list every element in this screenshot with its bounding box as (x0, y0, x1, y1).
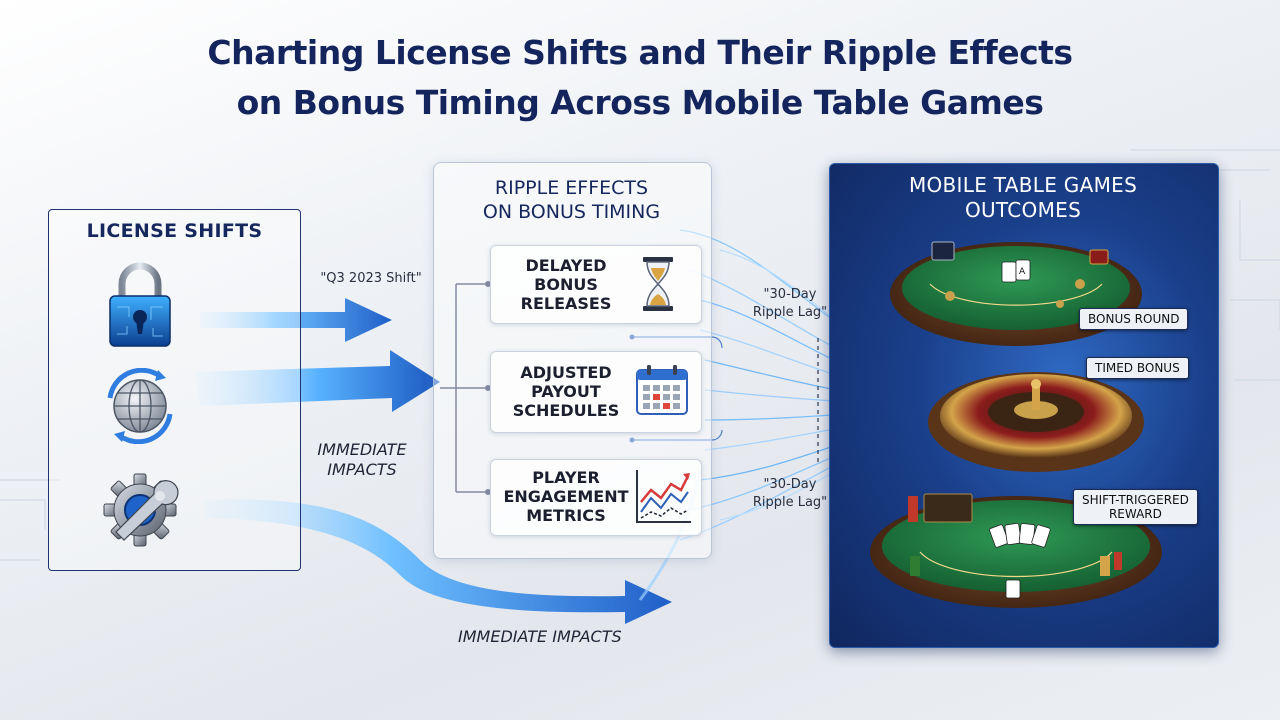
outcomes-heading-line-1: MOBILE TABLE GAMES (908, 173, 1138, 197)
ripple-lag-label-bottom: "30-Day Ripple Lag" (740, 476, 840, 512)
lag-line: "30-Day (763, 287, 817, 302)
ripple-card-adjusted-payout: ADJUSTED PAYOUT SCHEDULES (490, 351, 702, 433)
gear-wrench-icon (103, 473, 179, 547)
title-line-1: Charting License Shifts and Their Ripple… (207, 33, 1073, 72)
ripple-heading-line-2: ON BONUS TIMING (482, 201, 661, 223)
ripple-effects-heading: RIPPLE EFFECTS ON BONUS TIMING (433, 176, 710, 224)
lag-line: Ripple Lag" (752, 305, 828, 320)
padlock-icon (109, 262, 171, 347)
immediate-impacts-label-1: IMMEDIATE IMPACTS (306, 440, 418, 480)
ripple-card-delayed-bonus: DELAYED BONUS RELEASES (490, 245, 702, 324)
bonus-round-tag: BONUS ROUND (1079, 308, 1189, 330)
label-line: ENGAGEMENT (503, 487, 629, 506)
title-line-2: on Bonus Timing Across Mobile Table Game… (236, 83, 1044, 122)
label-line: PLAYER (532, 468, 600, 487)
label-line: DELAYED (525, 256, 607, 275)
ripple-card-label: DELAYED BONUS RELEASES (501, 256, 631, 313)
immediate-impacts-line-2: IMPACTS (327, 460, 397, 479)
label-line: SCHEDULES (512, 401, 620, 420)
svg-text:A: A (1019, 267, 1026, 277)
shift-triggered-reward-tag: SHIFT-TRIGGERED REWARD (1073, 489, 1198, 525)
label-line: BONUS (534, 275, 598, 294)
calendar-icon (636, 365, 688, 415)
outcomes-panel: A (829, 163, 1219, 648)
license-shifts-heading: LICENSE SHIFTS (86, 220, 263, 242)
outcomes-heading-line-2: OUTCOMES (964, 198, 1082, 222)
line-chart-icon (636, 470, 691, 523)
page-title: Charting License Shifts and Their Ripple… (40, 28, 1240, 128)
label-line: METRICS (526, 506, 606, 525)
hourglass-icon (643, 257, 673, 311)
outcomes-heading: MOBILE TABLE GAMES OUTCOMES (829, 173, 1217, 223)
ripple-card-label: PLAYER ENGAGEMENT METRICS (501, 468, 631, 525)
label-line: RELEASES (520, 294, 612, 313)
tag-line-2: REWARD (1108, 507, 1162, 521)
lag-line: Ripple Lag" (752, 495, 828, 510)
globe-icon (107, 368, 173, 444)
label-line: ADJUSTED (520, 363, 612, 382)
tag-line-1: SHIFT-TRIGGERED (1082, 493, 1189, 507)
timed-bonus-tag: TIMED BONUS (1086, 357, 1189, 379)
casino-tables-illustration: A (870, 241, 1162, 608)
ripple-lag-label-top: "30-Day Ripple Lag" (740, 286, 840, 322)
ripple-card-label: ADJUSTED PAYOUT SCHEDULES (501, 363, 631, 420)
lag-line: "30-Day (763, 477, 817, 492)
q3-shift-label: "Q3 2023 Shift" (320, 271, 422, 286)
ripple-heading-line-1: RIPPLE EFFECTS (494, 177, 649, 199)
ripple-card-player-engagement: PLAYER ENGAGEMENT METRICS (490, 459, 702, 536)
immediate-impacts-label-2: IMMEDIATE IMPACTS (458, 627, 622, 646)
label-line: PAYOUT (531, 382, 601, 401)
immediate-impacts-line-1: IMMEDIATE (317, 440, 407, 459)
